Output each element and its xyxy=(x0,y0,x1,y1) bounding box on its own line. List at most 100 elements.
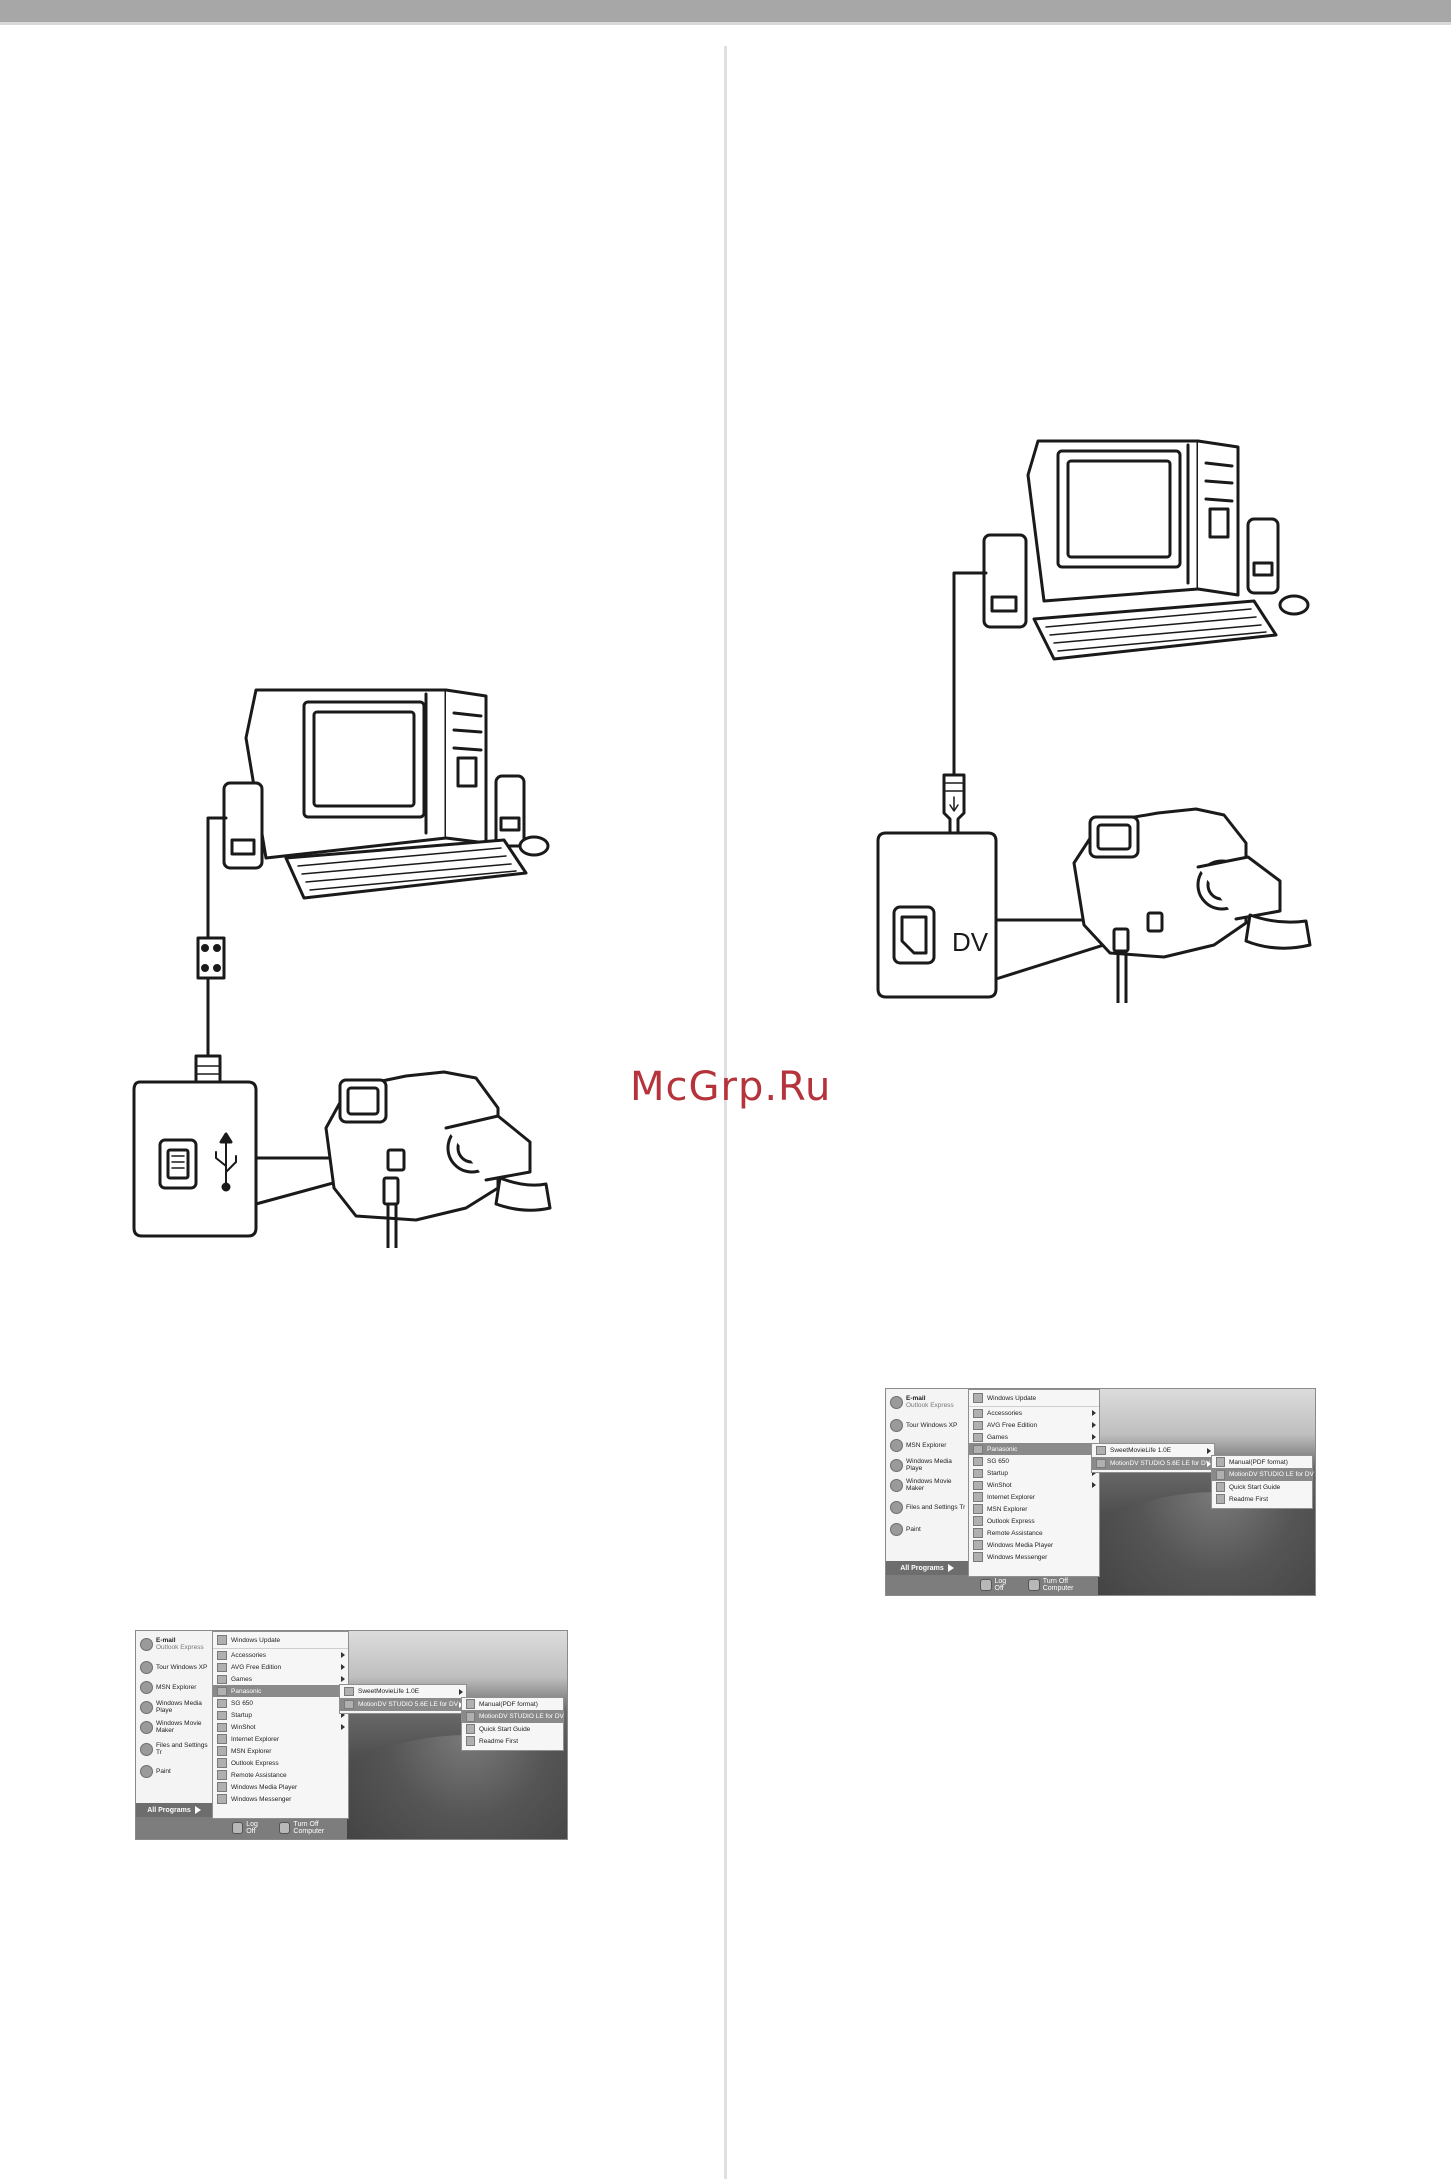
menu-item-games[interactable]: Games xyxy=(213,1673,348,1685)
menu-item-internet-explorer[interactable]: Internet Explorer xyxy=(969,1491,1099,1503)
folder-icon xyxy=(217,1722,227,1732)
folder-icon xyxy=(217,1650,227,1660)
header-bar xyxy=(0,0,1451,22)
pinned-item-msn[interactable]: MSN Explorer xyxy=(136,1677,212,1697)
folder-icon xyxy=(344,1700,354,1709)
menu-item-internet-explorer[interactable]: Internet Explorer xyxy=(213,1733,348,1745)
document-icon xyxy=(1216,1482,1225,1492)
msn-icon xyxy=(973,1504,983,1514)
pinned-item-msn[interactable]: MSN Explorer xyxy=(886,1435,968,1455)
menu-item-msn-explorer[interactable]: MSN Explorer xyxy=(969,1503,1099,1515)
outlook-icon xyxy=(973,1516,983,1526)
tour-icon xyxy=(140,1660,153,1674)
menu-item-panasonic[interactable]: Panasonic xyxy=(213,1685,348,1697)
menu-item-winshot[interactable]: WinShot xyxy=(213,1721,348,1733)
submenu-item-motiondv-le[interactable]: MotionDV STUDIO LE for DV xyxy=(1212,1468,1314,1481)
log-off-button[interactable]: Log Off xyxy=(980,1578,1016,1592)
panasonic-submenu: SweetMovieLife 1.0E MotionDV STUDIO 5.6E… xyxy=(1091,1443,1215,1473)
usb-connection-illustration xyxy=(126,668,556,1248)
pinned-item-tour[interactable]: Tour Windows XP xyxy=(136,1657,212,1677)
start-menu-bottom-bar: Log Off Turn Off Computer xyxy=(136,1817,347,1839)
submenu-item-motiondv-studio[interactable]: MotionDV STUDIO 5.6E LE for DV xyxy=(340,1698,466,1711)
menu-item-media-player[interactable]: Windows Media Player xyxy=(213,1781,348,1793)
submenu-item-motiondv-studio[interactable]: MotionDV STUDIO 5.6E LE for DV xyxy=(1092,1457,1214,1470)
power-icon xyxy=(1028,1579,1040,1591)
all-programs-menu: Windows Update Accessories AVG Free Edit… xyxy=(212,1631,349,1819)
menu-item-media-player[interactable]: Windows Media Player xyxy=(969,1539,1099,1551)
pinned-item-transfer-wizard[interactable]: Files and Settings Tr xyxy=(136,1737,212,1761)
menu-item-messenger[interactable]: Windows Messenger xyxy=(969,1551,1099,1563)
folder-icon xyxy=(217,1698,227,1708)
menu-item-sg650[interactable]: SG 650 xyxy=(213,1697,348,1709)
folder-icon xyxy=(973,1444,983,1454)
log-off-button[interactable]: Log Off xyxy=(232,1821,267,1835)
submenu-item-quick-start[interactable]: Quick Start Guide xyxy=(462,1723,563,1735)
document-icon xyxy=(1216,1494,1225,1504)
start-menu-bottom-bar: Log Off Turn Off Computer xyxy=(886,1575,1098,1595)
motiondv-submenu: Manual(PDF format) MotionDV STUDIO LE fo… xyxy=(1211,1455,1314,1509)
document-icon xyxy=(466,1736,475,1746)
menu-item-outlook-express[interactable]: Outlook Express xyxy=(213,1757,348,1769)
menu-item-remote-assistance[interactable]: Remote Assistance xyxy=(213,1769,348,1781)
msn-butterfly-icon xyxy=(890,1438,903,1452)
menu-item-accessories[interactable]: Accessories xyxy=(213,1649,348,1661)
pinned-item-tour[interactable]: Tour Windows XP xyxy=(886,1415,968,1435)
all-programs-button[interactable]: All Programs xyxy=(136,1803,212,1817)
menu-item-avg[interactable]: AVG Free Edition xyxy=(969,1419,1099,1431)
log-off-icon xyxy=(232,1822,244,1834)
menu-item-avg[interactable]: AVG Free Edition xyxy=(213,1661,348,1673)
all-programs-arrow-icon xyxy=(194,1806,201,1814)
menu-item-winshot[interactable]: WinShot xyxy=(969,1479,1099,1491)
pinned-item-media-player[interactable]: Windows Media Playe xyxy=(886,1455,968,1475)
pinned-item-movie-maker[interactable]: Windows Movie Maker xyxy=(886,1475,968,1495)
dv-connection-illustration: DV xyxy=(874,423,1334,1003)
pinned-item-paint[interactable]: Paint xyxy=(886,1519,968,1539)
media-player-icon xyxy=(890,1458,903,1472)
messenger-icon xyxy=(973,1552,983,1562)
folder-icon xyxy=(1096,1446,1106,1455)
turn-off-button[interactable]: Turn Off Computer xyxy=(279,1821,347,1835)
menu-item-windows-update[interactable]: Windows Update xyxy=(969,1390,1099,1406)
folder-icon xyxy=(217,1686,227,1696)
menu-item-sg650[interactable]: SG 650 xyxy=(969,1455,1099,1467)
desktop-wallpaper xyxy=(325,1631,567,1839)
media-player-icon xyxy=(973,1540,983,1550)
menu-item-windows-update[interactable]: Windows Update xyxy=(213,1632,348,1648)
log-off-icon xyxy=(980,1579,992,1591)
submenu-item-manual-pdf[interactable]: Manual(PDF format) xyxy=(1212,1456,1312,1468)
transfer-wizard-icon xyxy=(890,1500,903,1514)
media-player-icon xyxy=(140,1700,153,1714)
submenu-item-quick-start[interactable]: Quick Start Guide xyxy=(1212,1481,1312,1493)
menu-item-startup[interactable]: Startup xyxy=(969,1467,1099,1479)
menu-item-messenger[interactable]: Windows Messenger xyxy=(213,1793,348,1805)
all-programs-button[interactable]: All Programs xyxy=(886,1561,968,1575)
submenu-item-readme[interactable]: Readme First xyxy=(462,1735,563,1747)
email-icon xyxy=(140,1637,153,1651)
submenu-item-sweetmovielife[interactable]: SweetMovieLife 1.0E xyxy=(340,1685,466,1698)
pinned-item-transfer-wizard[interactable]: Files and Settings Tr xyxy=(886,1495,968,1519)
pinned-item-media-player[interactable]: Windows Media Playe xyxy=(136,1697,212,1717)
submenu-item-readme[interactable]: Readme First xyxy=(1212,1493,1312,1505)
header-bar-edge xyxy=(0,22,1451,25)
turn-off-button[interactable]: Turn Off Computer xyxy=(1028,1578,1098,1592)
submenu-item-motiondv-le[interactable]: MotionDV STUDIO LE for DV xyxy=(462,1710,564,1723)
menu-item-startup[interactable]: Startup xyxy=(213,1709,348,1721)
menu-item-msn-explorer[interactable]: MSN Explorer xyxy=(213,1745,348,1757)
menu-item-remote-assistance[interactable]: Remote Assistance xyxy=(969,1527,1099,1539)
email-icon xyxy=(890,1395,903,1409)
menu-item-outlook-express[interactable]: Outlook Express xyxy=(969,1515,1099,1527)
menu-item-accessories[interactable]: Accessories xyxy=(969,1407,1099,1419)
all-programs-menu: Windows Update Accessories AVG Free Edit… xyxy=(968,1389,1100,1577)
pinned-item-movie-maker[interactable]: Windows Movie Maker xyxy=(136,1717,212,1737)
submenu-item-sweetmovielife[interactable]: SweetMovieLife 1.0E xyxy=(1092,1444,1214,1457)
pdf-document-icon xyxy=(466,1699,475,1709)
menu-item-games[interactable]: Games xyxy=(969,1431,1099,1443)
document-icon xyxy=(466,1724,475,1734)
pinned-item-paint[interactable]: Paint xyxy=(136,1761,212,1781)
menu-item-panasonic[interactable]: Panasonic xyxy=(969,1443,1099,1455)
submenu-item-manual-pdf[interactable]: Manual(PDF format) xyxy=(462,1698,563,1710)
